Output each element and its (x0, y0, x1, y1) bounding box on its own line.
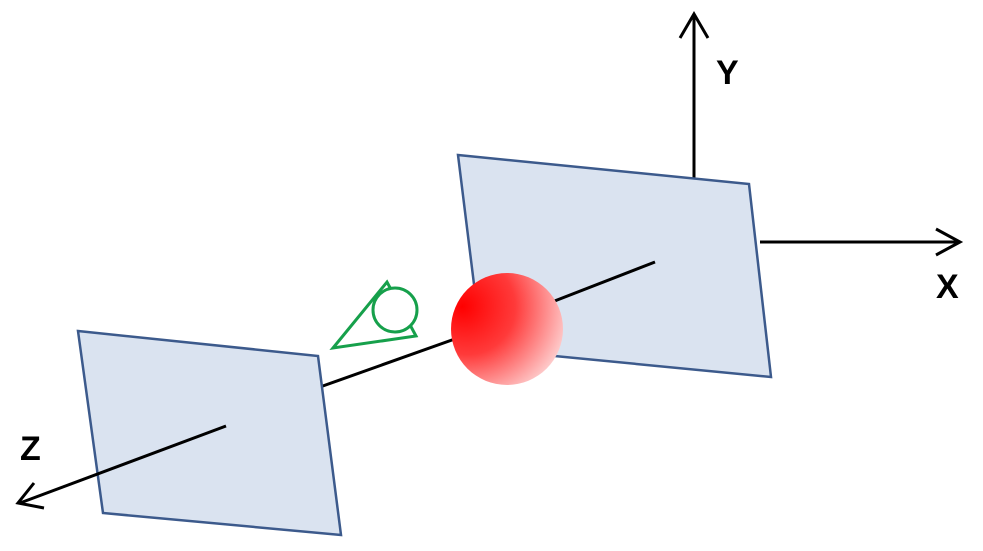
x-axis (760, 227, 964, 257)
x-axis-label: X (936, 268, 959, 306)
z-axis (319, 260, 656, 389)
z-axis-label: Z (20, 430, 41, 468)
y-axis (678, 11, 710, 178)
sphere-icon (451, 273, 563, 385)
z-axis-front (15, 424, 227, 510)
eye-camera-icon (329, 279, 419, 351)
y-axis-label: Y (716, 54, 739, 92)
